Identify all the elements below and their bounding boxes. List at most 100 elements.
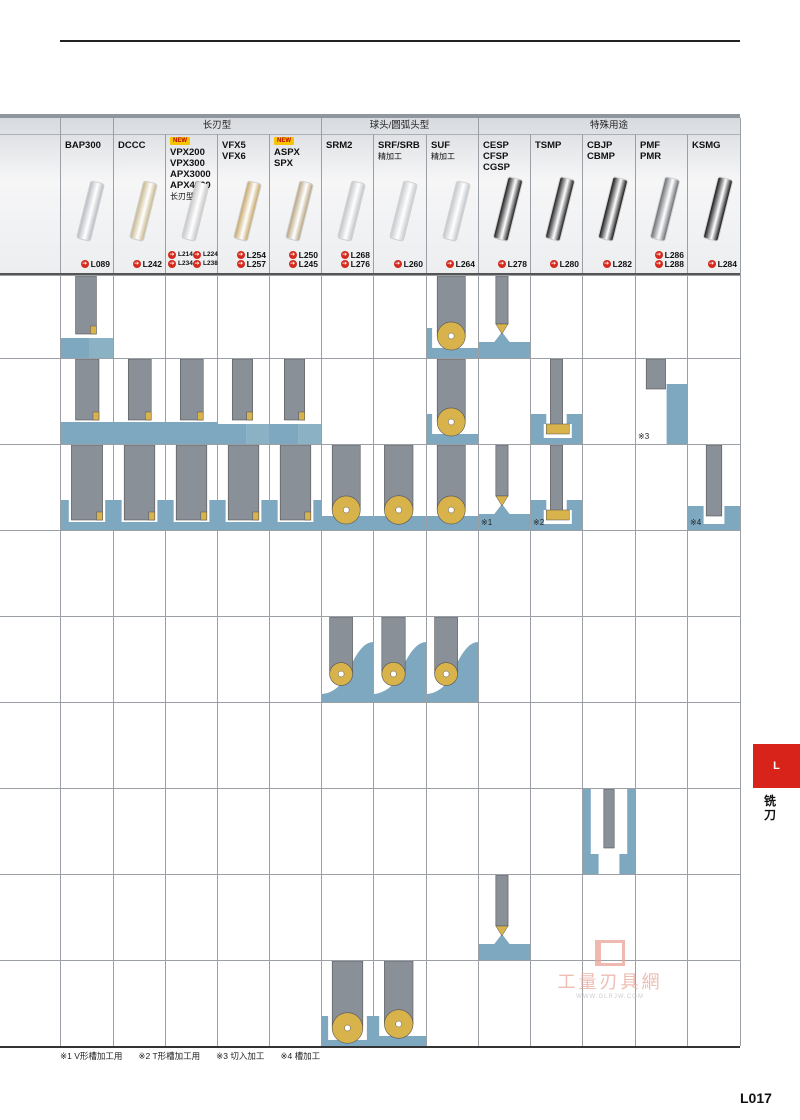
reference-label: L242 [142,259,162,269]
grid-vline [373,134,374,1046]
tool-photo-12-icon [703,177,732,241]
reference-label: L250 [298,250,318,260]
group-title-special: 特殊用途 [589,120,628,131]
machining-illustration [374,445,426,530]
reference-label: L257 [246,259,266,269]
column-name-line: 精加工 [431,152,455,161]
group-divider [0,134,740,135]
machining-illustration [636,359,687,444]
machining-diagram-icon [322,445,373,530]
page-reference[interactable]: ➔L276 [340,259,370,269]
page-reference[interactable]: ➔L268 [340,250,370,260]
new-badge: NEW [274,137,294,145]
arrow-right-icon: ➔ [497,260,506,268]
cell-note-n3: ※3 [638,432,650,441]
section-label: 铣刀 [764,794,777,822]
machining-diagram-icon [114,445,165,530]
arrow-right-icon: ➔ [445,260,454,268]
grid-hline [0,702,740,703]
page-reference[interactable]: ➔L224 [193,250,218,260]
grid-vline [321,118,322,1046]
page-reference[interactable]: ➔L250 [288,250,318,260]
page-reference[interactable]: ➔L280 [549,259,579,269]
column-name-line: CGSP [483,162,510,173]
tool-photo-5-icon [337,181,365,241]
reference-label: L224 [203,251,218,258]
machining-illustration [114,445,165,530]
column-name-line: CBJP [587,140,613,151]
grid-vline [582,134,583,1046]
machining-diagram-icon [645,359,687,444]
tool-photo-4-icon [285,181,313,241]
column-header-1: DCCC [118,140,145,151]
page-reference[interactable]: ➔L288 [654,259,684,269]
grid-hline [0,275,740,276]
page-reference[interactable]: ➔L089 [80,259,110,269]
grid-vline [60,118,61,1046]
tool-photo-9-icon [545,177,575,241]
page-reference[interactable]: ➔L264 [445,259,475,269]
group-title-long-edge: 长刃型 [202,120,232,131]
top-rule [60,40,740,42]
grid-hline [0,874,740,875]
arrow-right-icon: ➔ [707,260,716,268]
column-name-line: VFX5 [222,140,246,151]
page-number: L017 [740,1090,772,1106]
grid-vline [687,134,688,1046]
page-reference[interactable]: ➔L254 [236,250,266,260]
machining-diagram-icon [427,617,478,702]
grid-hline [0,960,740,961]
column-header-9: TSMP [535,140,561,151]
page-reference[interactable]: ➔L260 [393,259,423,269]
machining-illustration [322,961,373,1046]
reference-label: L238 [203,260,218,267]
reference-label: L268 [350,250,370,260]
machining-diagram-icon [374,445,426,530]
tool-photo-1-icon [129,181,157,241]
page-reference[interactable]: ➔L214 [168,250,193,260]
arrow-right-icon: ➔ [549,260,558,268]
cell-note-n4: ※4 [690,518,702,527]
footnotes: ※1 V形槽加工用 ※2 T形槽加工用 ※3 切入加工 ※4 槽加工 [60,1050,320,1062]
column-name-line: SUF [431,140,450,151]
reference-label: L260 [403,259,423,269]
page-reference[interactable]: ➔L284 [707,259,737,269]
tool-photo-10-icon [598,177,627,241]
page-reference[interactable]: ➔L245 [288,259,318,269]
grid-bottom-rule [0,1046,740,1048]
arrow-right-icon: ➔ [602,260,611,268]
column-name-line: DCCC [118,140,146,151]
new-badge: NEW [170,137,190,145]
machining-illustration [61,276,113,358]
column-name-line: PMF [640,140,661,151]
watermark-title: 工量刃具網 [557,972,663,992]
column-name-line: 精加工 [378,152,402,161]
page-reference[interactable]: ➔L234 [168,259,193,269]
machining-diagram-icon [479,276,530,358]
section-tab: L [753,744,800,788]
watermark-logo-icon [595,940,625,966]
column-name-line: VPX200 [170,147,205,158]
grid-vline [113,118,114,1046]
page-reference[interactable]: ➔L286 [654,250,684,260]
machining-illustration [427,359,478,444]
machining-illustration [61,359,113,444]
grid-vline [635,134,636,1046]
arrow-right-icon: ➔ [236,260,245,268]
machining-illustration [322,445,373,530]
column-name-line: SPX [274,158,294,169]
page-reference[interactable]: ➔L282 [602,259,632,269]
header-bottom-rule [0,273,740,275]
machining-illustration [166,445,217,530]
page-reference[interactable]: ➔L278 [497,259,527,269]
page-reference[interactable]: ➔L257 [236,259,266,269]
page-reference[interactable]: ➔L238 [193,259,218,269]
column-name-line: APX3000 [170,169,211,180]
machining-diagram-icon [114,359,165,444]
page-reference[interactable]: ➔L242 [132,259,162,269]
tool-photo-6-icon [390,181,417,241]
tool-photo-0-icon [77,181,104,241]
